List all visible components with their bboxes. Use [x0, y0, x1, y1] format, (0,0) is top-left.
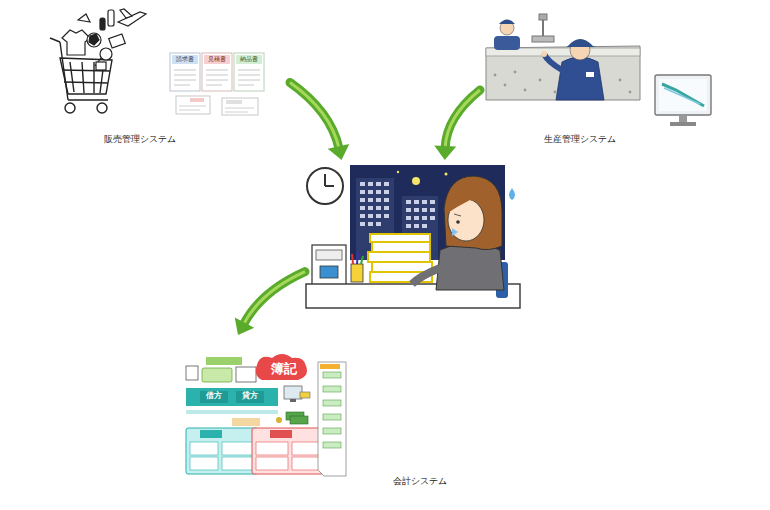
computer-monitor	[655, 75, 711, 126]
badge-text: 簿記	[266, 362, 302, 375]
flying-goods	[62, 9, 146, 70]
wall-clock	[307, 168, 343, 204]
accounting-chart	[186, 354, 346, 476]
document-title: 見積書	[204, 56, 230, 62]
worker-front	[541, 39, 604, 100]
system-group: 販売管理システム	[40, 0, 290, 150]
system-caption: 販売管理システム	[104, 134, 176, 145]
flow-arrow	[235, 272, 305, 335]
system-caption: 会計システム	[393, 476, 447, 487]
system-caption: 生産管理システム	[544, 134, 616, 145]
table-cell: 借方	[200, 392, 228, 400]
production-line	[486, 14, 640, 100]
flow-arrow	[434, 90, 480, 160]
night-city-window	[350, 165, 505, 260]
table-cell: 貸方	[236, 392, 264, 400]
document-title: 請求書	[172, 56, 198, 62]
business-documents	[170, 53, 264, 115]
worried-woman	[412, 176, 515, 298]
worker-back	[494, 20, 520, 51]
flow-arrow	[290, 83, 349, 161]
worker-group	[305, 160, 520, 315]
document-title: 納品書	[236, 56, 262, 62]
system-group: 生産管理システム	[480, 0, 730, 150]
system-group: 会計システム	[180, 335, 470, 495]
